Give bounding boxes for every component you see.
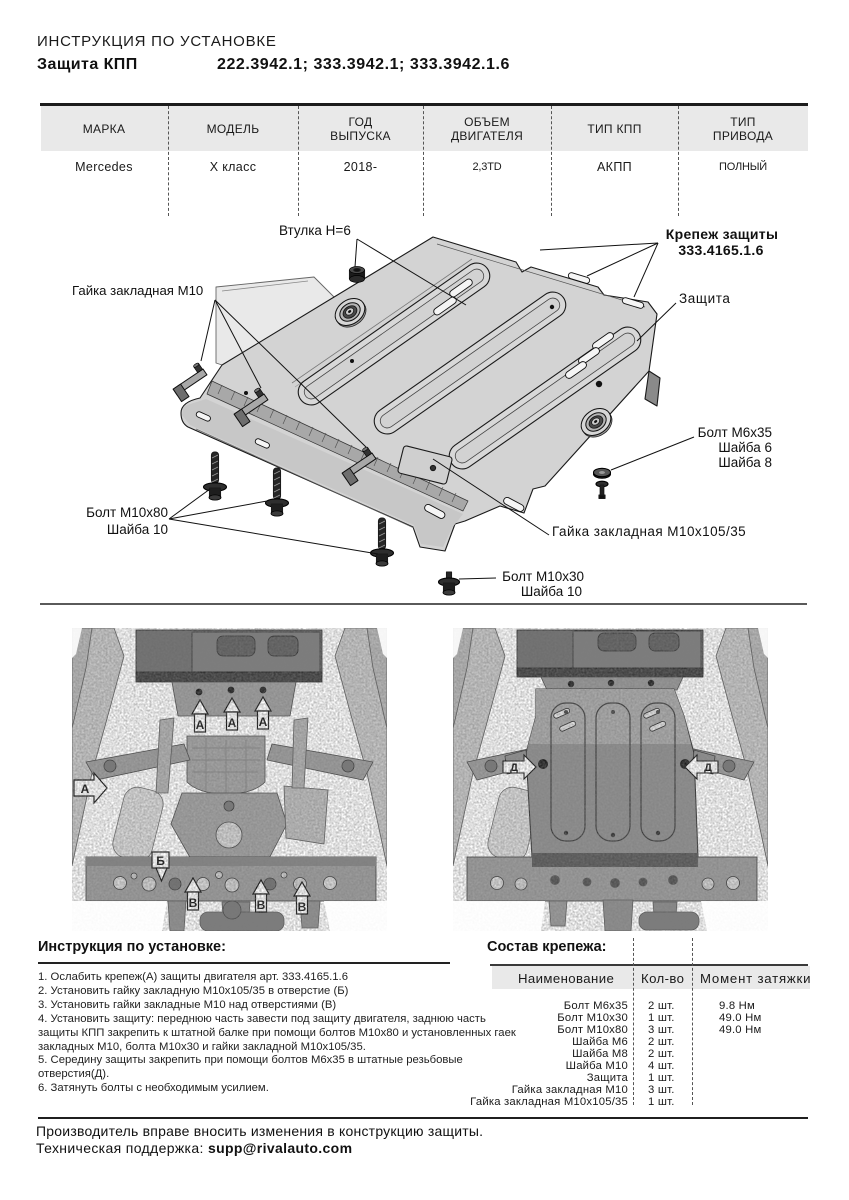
svg-text:Гайка закладная М10: Гайка закладная М10 bbox=[72, 283, 203, 298]
svg-text:Втулка Н=6: Втулка Н=6 bbox=[279, 223, 351, 238]
svg-text:Болт М10х30: Болт М10х30 bbox=[502, 569, 584, 584]
svg-text:Гайка закладная М10х105/35: Гайка закладная М10х105/35 bbox=[552, 524, 746, 539]
svg-text:333.4165.1.6: 333.4165.1.6 bbox=[678, 242, 763, 258]
svg-text:Шайба 10: Шайба 10 bbox=[107, 522, 168, 537]
svg-text:Крепеж защиты: Крепеж защиты bbox=[666, 226, 778, 242]
svg-text:Защита: Защита bbox=[679, 291, 730, 306]
svg-text:Шайба 10: Шайба 10 bbox=[521, 584, 582, 599]
svg-text:Шайба 8: Шайба 8 bbox=[718, 455, 772, 470]
svg-text:Болт М6х35: Болт М6х35 bbox=[698, 425, 772, 440]
svg-text:Болт М10х80: Болт М10х80 bbox=[86, 505, 168, 520]
svg-text:Шайба 6: Шайба 6 bbox=[718, 440, 772, 455]
